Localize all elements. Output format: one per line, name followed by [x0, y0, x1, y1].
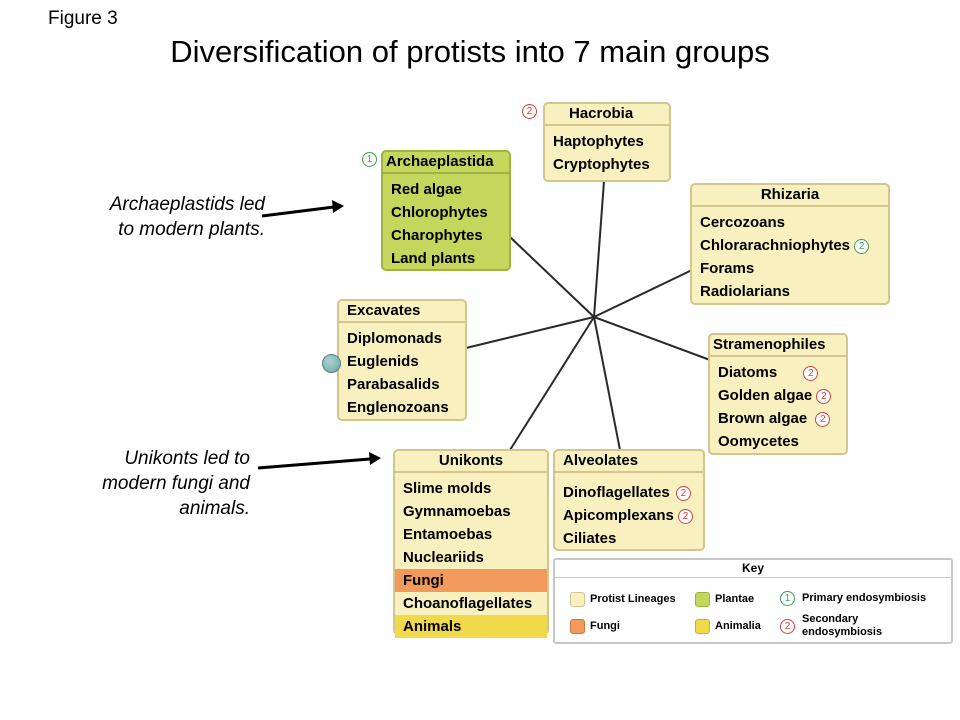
swatch-fungi	[570, 619, 585, 634]
swatch-animalia	[695, 619, 710, 634]
key-label-fungi: Fungi	[590, 620, 620, 632]
branch-alveolates	[593, 316, 621, 451]
list-item: Cercozoans	[700, 214, 786, 231]
group-alveolates: Alveolates Dinoflagellates 2 Apicomplexa…	[553, 449, 705, 551]
list-item: Apicomplexans 2	[555, 504, 703, 527]
list-item-label: Brown algae	[718, 410, 808, 427]
key-label-protist-lineages: Protist Lineages	[590, 593, 676, 605]
secondary-endosymbiosis-badge: 2	[675, 485, 691, 501]
list-item: Land plants	[391, 250, 476, 267]
list-item: Forams	[700, 260, 755, 277]
list-item: Brown algae 2	[710, 407, 846, 430]
group-excavates: Excavates Diplomonads Euglenids Parabasa…	[337, 299, 467, 421]
archaeplastids-annotation: Archaeplastids led to modern plants.	[40, 192, 265, 242]
group-title: Unikonts	[395, 451, 547, 473]
primary-endosymbiosis-key-icon: 1	[780, 591, 795, 606]
secondary-endosymbiosis-badge: 2	[803, 365, 819, 381]
list-item: Ciliates	[563, 530, 617, 547]
primary-endosymbiosis-badge-archaeplastida: 1	[362, 152, 377, 167]
key-label-secondary-line1: Secondary	[802, 613, 859, 625]
list-item-label: Dinoflagellates	[563, 484, 670, 501]
list-item: Oomycetes	[718, 433, 799, 450]
group-title: Archaeplastida	[383, 152, 509, 174]
list-item: Euglenids	[347, 353, 419, 370]
group-title: Stramenophiles	[710, 335, 846, 357]
group-stramenopiles: Stramenophiles Diatoms 2 Golden algae 2 …	[708, 333, 848, 455]
branch-excavates	[465, 316, 595, 349]
key-label-primary: Primary endosymbiosis	[802, 592, 927, 604]
unikonts-annotation: Unikonts led to modern fungi and animals…	[30, 446, 250, 521]
branch-rhizaria	[593, 269, 693, 318]
secondary-endosymbiosis-badge-hacrobia: 2	[522, 104, 537, 119]
secondary-endosymbiosis-badge: 2	[678, 508, 694, 524]
key-label-animalia: Animalia	[715, 620, 761, 632]
key-title: Key	[555, 560, 951, 578]
group-archaeplastida: Archaeplastida Red algae Chlorophytes Ch…	[381, 150, 511, 271]
list-item: Charophytes	[391, 227, 483, 244]
branch-archaeplastida	[509, 236, 595, 318]
annotation-line: animals.	[179, 498, 250, 519]
list-item: Radiolarians	[700, 283, 791, 300]
legend-key: Key Protist Lineages Plantae 1 Primary e…	[553, 558, 953, 644]
list-item: Dinoflagellates 2	[555, 481, 703, 504]
key-label-plantae: Plantae	[715, 593, 755, 605]
list-item-label: Apicomplexans	[563, 507, 674, 524]
list-item: Diatoms 2	[710, 361, 846, 384]
list-item: Choanoflagellates	[403, 595, 533, 612]
key-label-secondary-line2: endosymbiosis	[802, 626, 883, 638]
list-item: Gymnamoebas	[403, 503, 511, 520]
group-title: Rhizaria	[692, 185, 888, 207]
group-rhizaria: Rhizaria Cercozoans Chlorarachniophytes …	[690, 183, 890, 305]
list-item: Golden algae 2	[710, 384, 846, 407]
secondary-endosymbiosis-badge: 2	[815, 411, 831, 427]
branch-unikonts	[509, 316, 595, 451]
group-unikonts: Unikonts Slime molds Gymnamoebas Entamoe…	[393, 449, 549, 638]
arrow-unikonts	[257, 457, 371, 470]
annotation-line: Unikonts led to	[124, 448, 250, 469]
list-item-label: Chlorarachniophytes	[700, 237, 851, 254]
list-item-animals: Animals	[395, 615, 547, 638]
list-item: Entamoebas	[403, 526, 493, 543]
list-item: Nucleariids	[403, 549, 484, 566]
annotation-line: to modern plants.	[118, 219, 265, 240]
highlight-dot	[322, 354, 341, 373]
list-item-fungi: Fungi	[395, 569, 547, 592]
list-item: Chlorarachniophytes 2	[692, 234, 888, 257]
annotation-line: Archaeplastids led	[109, 194, 265, 215]
list-item: Slime molds	[403, 480, 492, 497]
annotation-line: modern fungi and	[102, 473, 250, 494]
arrowhead-unikonts	[369, 452, 381, 465]
list-item: Cryptophytes	[553, 156, 650, 173]
swatch-protist-lineages	[570, 592, 585, 607]
group-title: Excavates	[339, 301, 465, 323]
arrow-archaeplastids	[261, 205, 335, 218]
list-item: Englenozoans	[347, 399, 449, 416]
list-item: Haptophytes	[553, 133, 644, 150]
secondary-endosymbiosis-badge-rhizaria: 2	[854, 238, 870, 254]
list-item-label: Diatoms	[718, 364, 778, 381]
arrowhead-archaeplastids	[332, 200, 344, 213]
branch-hacrobia	[593, 180, 605, 318]
list-item: Diplomonads	[347, 330, 443, 347]
page-title: Diversification of protists into 7 main …	[170, 34, 770, 69]
branch-stramenopiles	[593, 316, 711, 361]
group-title: Hacrobia	[545, 104, 669, 126]
group-hacrobia: Hacrobia Haptophytes Cryptophytes	[543, 102, 671, 182]
list-item: Parabasalids	[347, 376, 440, 393]
secondary-endosymbiosis-key-icon: 2	[780, 619, 795, 634]
secondary-endosymbiosis-badge: 2	[816, 388, 832, 404]
list-item: Red algae	[391, 181, 462, 198]
list-item: Chlorophytes	[391, 204, 488, 221]
swatch-plantae	[695, 592, 710, 607]
figure-label: Figure 3	[48, 8, 118, 29]
group-title: Alveolates	[555, 451, 703, 473]
list-item-label: Golden algae	[718, 387, 813, 404]
